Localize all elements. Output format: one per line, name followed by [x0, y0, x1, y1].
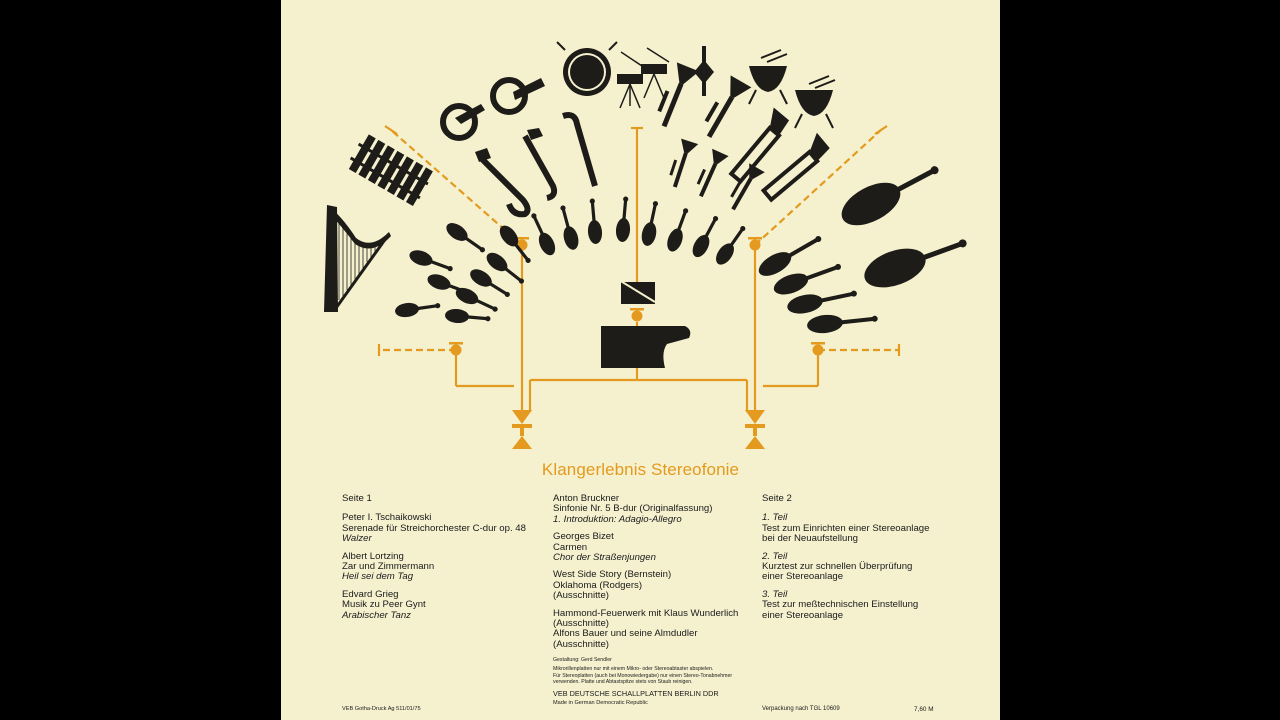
- price: 7,60 M: [914, 706, 934, 713]
- part-text: Test zum Einrichten einer Stereoanlage: [762, 522, 930, 534]
- track-block: Peter I. Tschaikowski Serenade für Strei…: [342, 512, 562, 545]
- credits-block: Gestaltung: Gerd Sendler Mikrorillenplat…: [553, 657, 773, 685]
- track-block: Anton Bruckner Sinfonie Nr. 5 B-dur (Ori…: [553, 493, 768, 525]
- french-horn-icon: [440, 103, 485, 141]
- double-bass-icon: [834, 153, 973, 295]
- movement: Chor der Straßenjungen: [553, 552, 656, 564]
- saxophone-icon: [475, 128, 543, 162]
- cornet-icon: [696, 148, 729, 198]
- orchestra-seating-diagram: [324, 41, 973, 449]
- work-note: (Ausschnitte): [553, 638, 609, 650]
- track-block: Edvard Grieg Musik zu Peer Gynt Arabisch…: [342, 588, 562, 621]
- timpani-icon: [748, 49, 836, 129]
- part-text: einer Stereoanlage: [762, 609, 844, 621]
- part-label: 2. Teil: [762, 550, 788, 562]
- work-note: (Ausschnitte): [553, 590, 609, 602]
- work: Alfons Bauer und seine Almdudler: [553, 628, 698, 640]
- track-block: Hammond-Feuerwerk mit Klaus Wunderlich (…: [553, 607, 768, 651]
- part-text: Test zur meßtechnischen Einstellung: [762, 599, 919, 611]
- record-label: VEB DEUTSCHE SCHALLPLATTEN BERLIN DDR: [553, 689, 719, 698]
- movement: Walzer: [342, 533, 372, 545]
- stereo-channel-symbols: [512, 410, 765, 449]
- composer: Edvard Grieg: [342, 588, 399, 600]
- track-block: Georges Bizet Carmen Chor der Straßenjun…: [553, 531, 768, 564]
- grand-piano-icon: [601, 326, 691, 368]
- work: Oklahoma (Rodgers): [553, 579, 643, 591]
- work: Zar und Zimmermann: [342, 561, 435, 573]
- side-1-heading: Seite 1: [342, 493, 372, 504]
- record-sleeve: Klangerlebnis Stereofonie Seite 1 Peter …: [281, 0, 1000, 720]
- xylophone-icon: [348, 134, 433, 207]
- bass-drum-icon: [556, 41, 618, 96]
- track-block: Albert Lortzing Zar und Zimmermann Heil …: [342, 550, 562, 583]
- album-title: Klangerlebnis Stereofonie: [541, 460, 740, 479]
- work: Carmen: [553, 541, 588, 553]
- side-2-column: Seite 2 1. Teil Test zum Einrichten eine…: [762, 493, 982, 628]
- design-credit: Gestaltung: Gerd Sendler: [553, 657, 612, 663]
- work-note: (Ausschnitte): [553, 618, 609, 630]
- work: West Side Story (Bernstein): [553, 569, 672, 581]
- saxophone-icon: [478, 112, 598, 218]
- signal-wiring: [454, 126, 820, 412]
- work: Serenade für Streichorchester C-dur op. …: [342, 522, 526, 534]
- french-horn-icon: [490, 77, 545, 115]
- part-text: Kurztest zur schnellen Überprüfung: [762, 561, 913, 573]
- range-end-ticks: [377, 125, 901, 356]
- made-in-note: Made in German Democratic Republic: [553, 700, 648, 706]
- test-part: 3. Teil Test zur meßtechnischen Einstell…: [762, 588, 982, 621]
- movement: 1. Introduktion: Adagio-Allegro: [553, 513, 682, 525]
- violin-section-left: [394, 219, 536, 326]
- cymbal-icon: [694, 46, 714, 96]
- viola-section-center: [526, 195, 751, 268]
- part-text: einer Stereoanlage: [762, 571, 844, 583]
- track-block: West Side Story (Bernstein) Oklahoma (Ro…: [553, 569, 768, 602]
- playback-note: verwenden. Platte und Abtastspitze stets…: [553, 678, 693, 685]
- snare-drum-icon: [617, 47, 670, 109]
- side-2-heading: Seite 2: [762, 493, 792, 504]
- work: Musik zu Peer Gynt: [342, 599, 426, 611]
- composer: Georges Bizet: [553, 531, 614, 543]
- mic-range-lines: [379, 129, 899, 352]
- work: Hammond-Feuerwerk mit Klaus Wunderlich: [553, 607, 739, 619]
- playback-note: Mikrorillenplatten nur mit einem Mikro- …: [553, 666, 714, 673]
- trumpet-icon: [657, 62, 700, 128]
- side-1-continued-column: Anton Bruckner Sinfonie Nr. 5 B-dur (Ori…: [553, 493, 768, 657]
- printer-note: VEB Gotha-Druck Ag 511/01/75: [342, 706, 421, 712]
- conductor-stand-icon: [618, 279, 656, 304]
- part-label: 3. Teil: [762, 588, 788, 600]
- trombone-icon: [760, 132, 830, 203]
- trumpet-icon: [704, 75, 752, 139]
- packaging-note: Verpackung nach TGL 10609: [762, 706, 840, 712]
- playback-note: Für Stereoplatten (auch bei Monowiederga…: [553, 672, 733, 679]
- cello-section-right: [754, 229, 879, 335]
- movement: Arabischer Tanz: [342, 609, 411, 621]
- part-label: 1. Teil: [762, 512, 788, 524]
- cornet-icon: [669, 138, 699, 188]
- part-text: bei der Neuaufstellung: [762, 533, 859, 545]
- composer: Anton Bruckner: [553, 493, 620, 504]
- composer: Peter I. Tschaikowski: [342, 512, 432, 524]
- work: Sinfonie Nr. 5 B-dur (Originalfassung): [553, 503, 713, 515]
- movement: Heil sei dem Tag: [342, 571, 414, 583]
- test-part: 1. Teil Test zum Einrichten einer Stereo…: [762, 512, 982, 545]
- harp-icon: [324, 205, 391, 312]
- orchestra-instruments: [324, 41, 973, 368]
- test-part: 2. Teil Kurztest zur schnellen Überprüfu…: [762, 550, 982, 583]
- trombone-icon: [728, 107, 790, 185]
- side-1-column: Seite 1 Peter I. Tschaikowski Serenade f…: [342, 493, 562, 628]
- composer: Albert Lortzing: [342, 550, 404, 562]
